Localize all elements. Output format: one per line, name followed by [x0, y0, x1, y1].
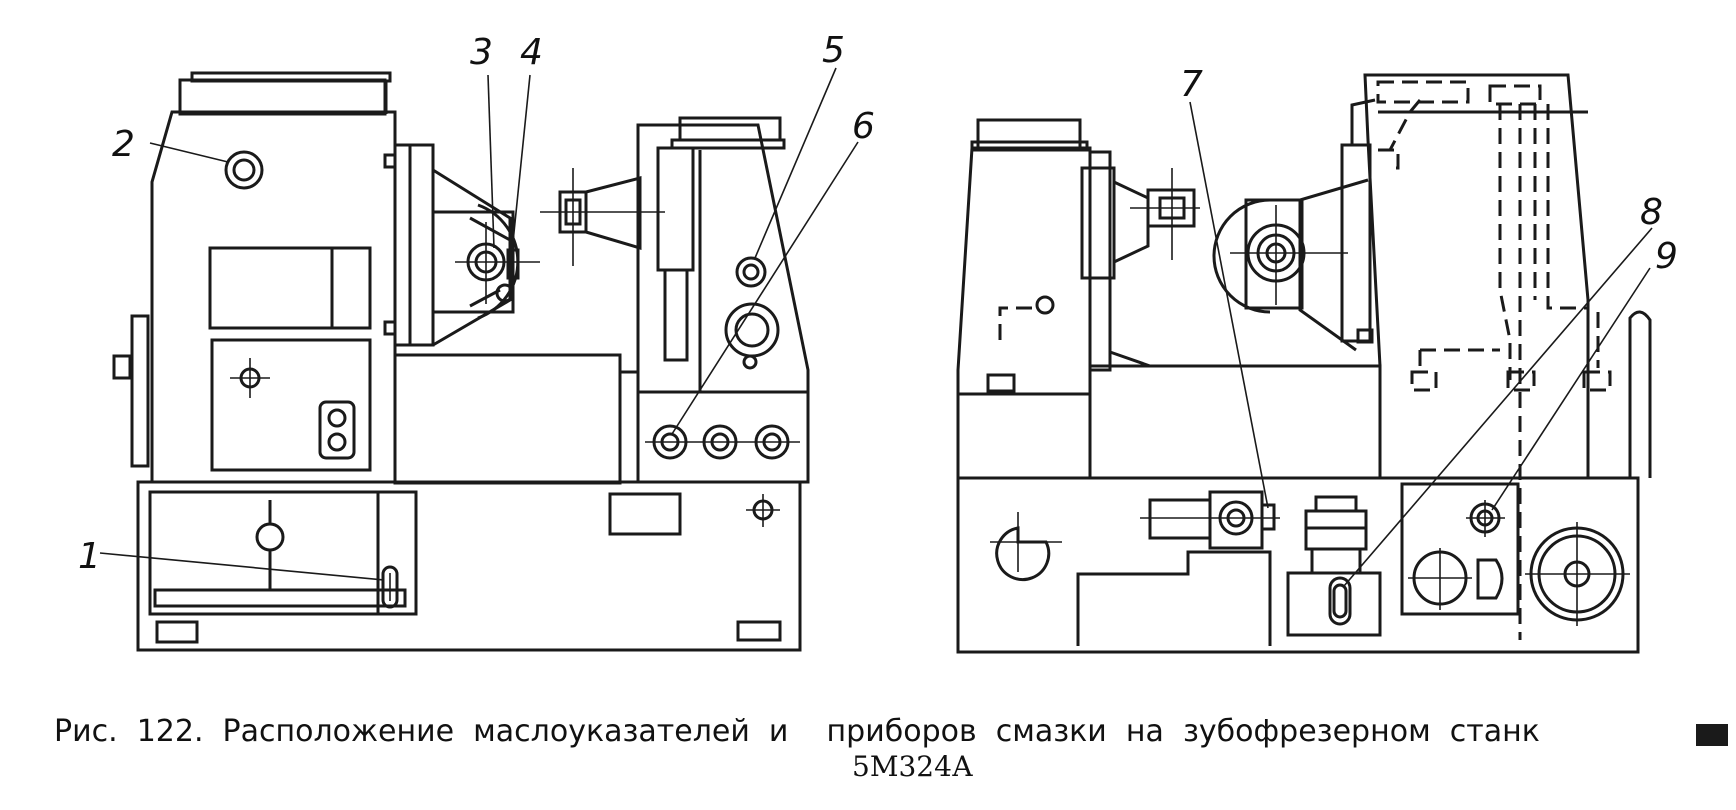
- figure-caption-model: 5М324А: [852, 750, 973, 783]
- callout-6: 6: [852, 106, 875, 147]
- callout-4: 4: [520, 32, 543, 73]
- machine-front-view: [112, 71, 810, 652]
- callout-9: 9: [1655, 236, 1678, 277]
- leader-lines: [99, 67, 1653, 587]
- callout-5: 5: [822, 30, 845, 71]
- callout-1: 1: [78, 536, 101, 577]
- callout-2: 2: [112, 124, 135, 165]
- callout-3: 3: [470, 32, 493, 73]
- callout-7: 7: [1180, 64, 1203, 105]
- callout-labels: 1 2 3 4 5 6 7 8 9: [78, 30, 1678, 577]
- machine-rear-view: [956, 73, 1652, 654]
- ink-blot: [1696, 724, 1728, 746]
- callout-8: 8: [1640, 192, 1663, 233]
- figure-caption: Рис. 122. Расположение маслоуказателей и…: [54, 714, 1540, 749]
